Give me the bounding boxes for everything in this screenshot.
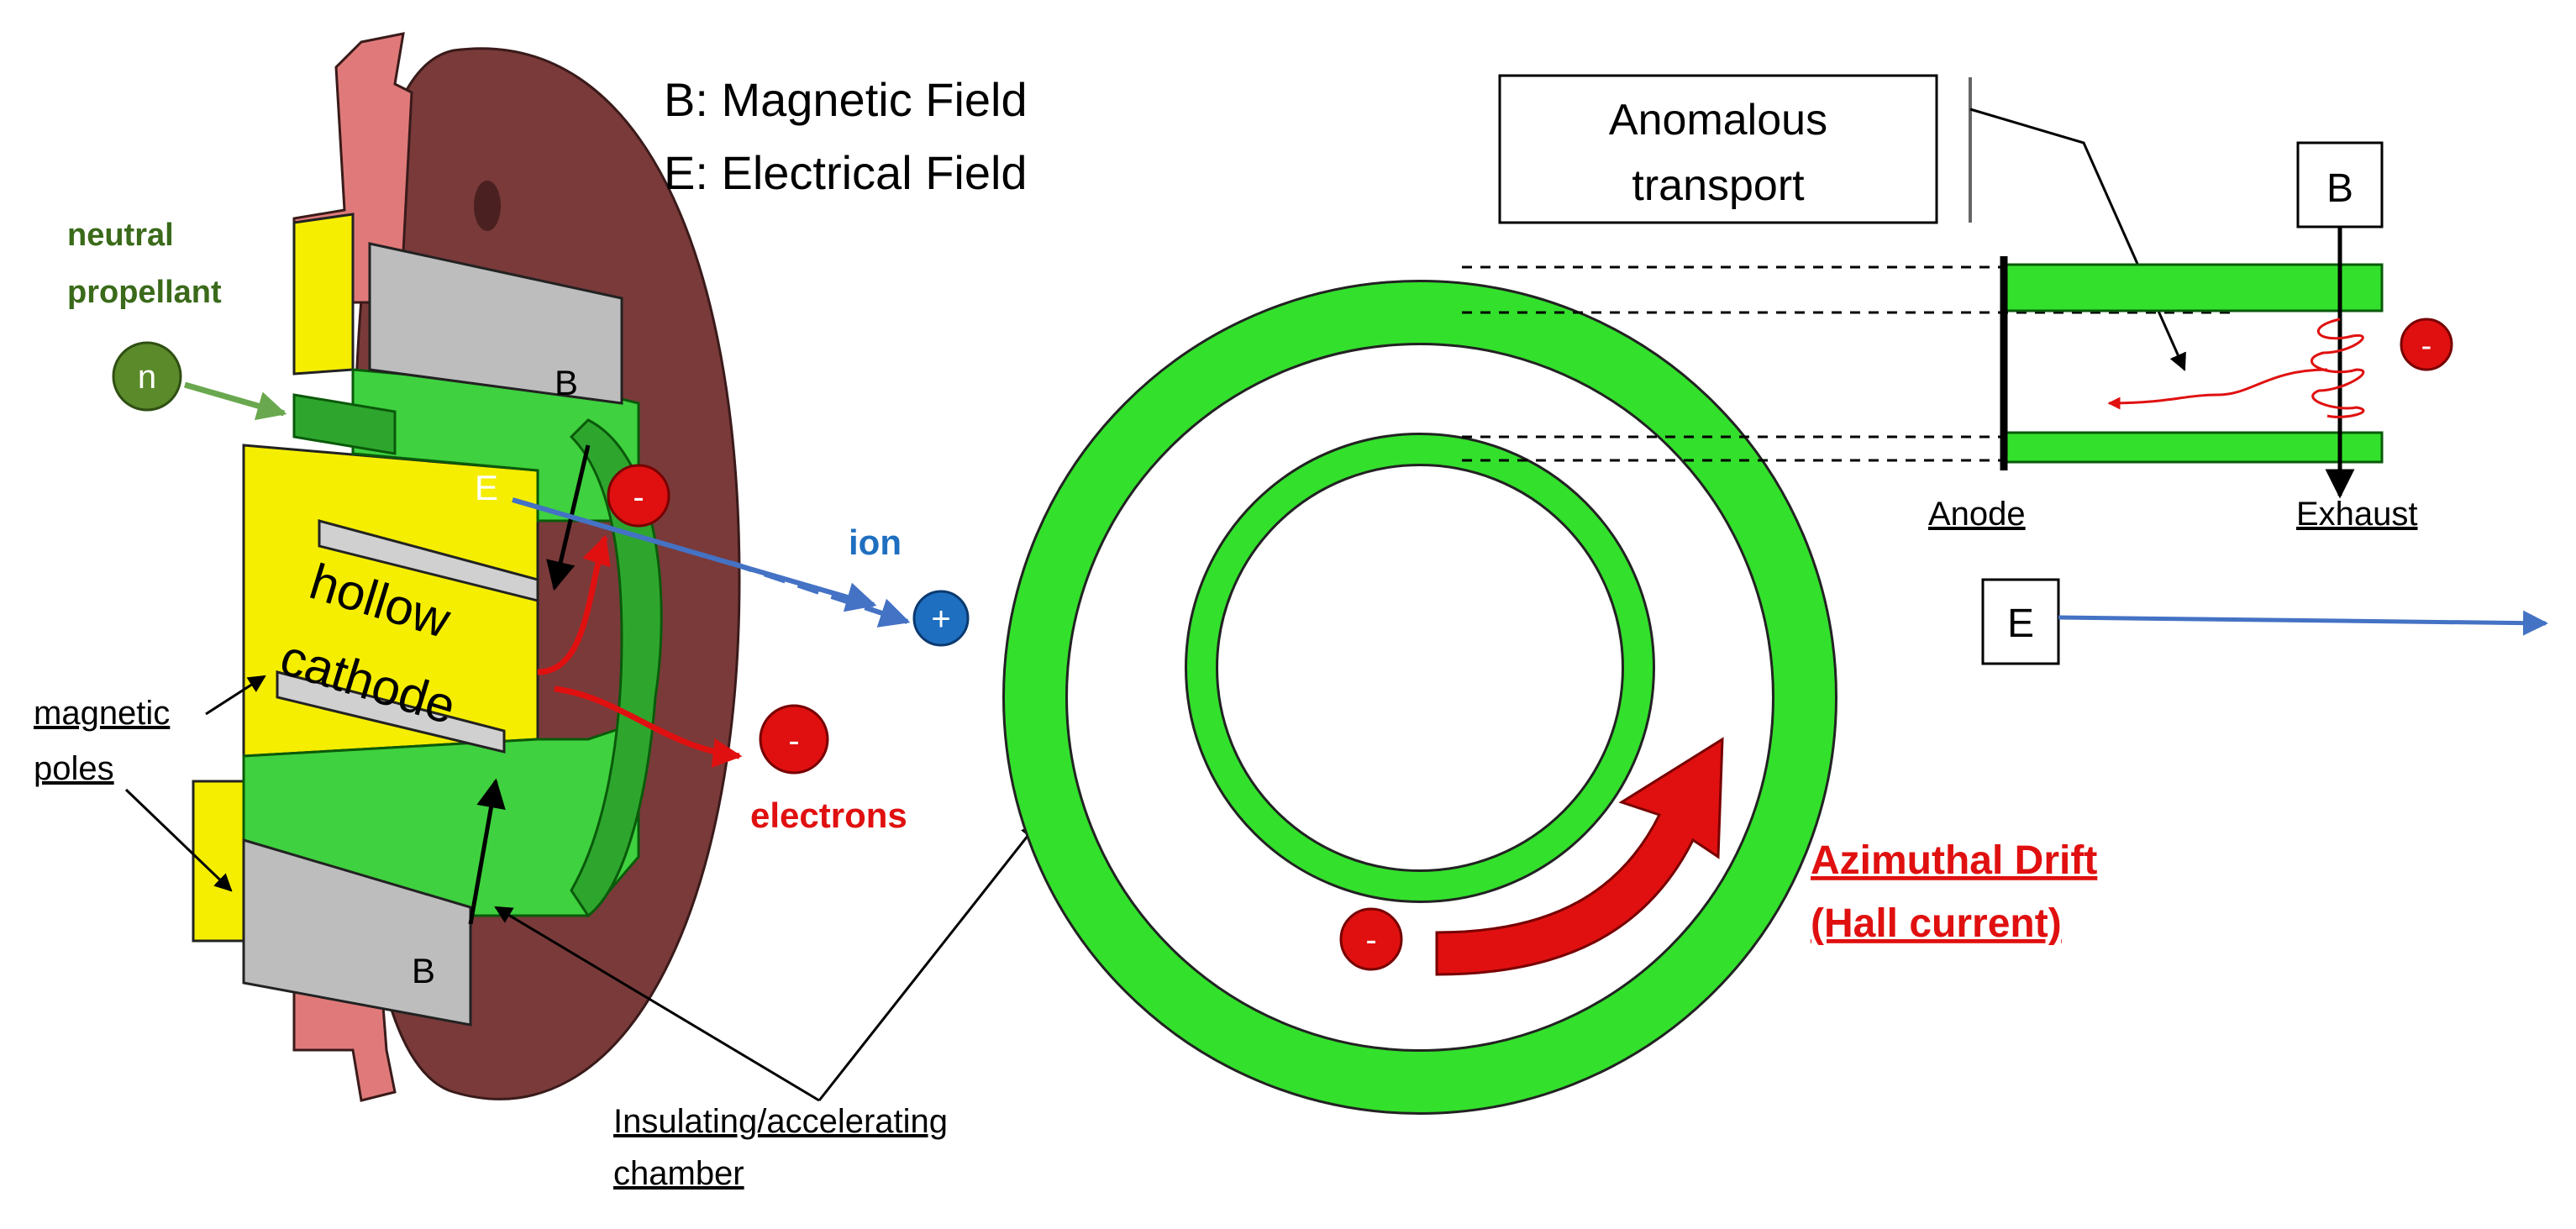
legend-e: E: Electrical Field: [664, 146, 1028, 199]
drift-label-2: (Hall current): [1811, 901, 2062, 946]
e-field-line: [2058, 610, 2548, 636]
electron-path-out: [554, 685, 743, 768]
electron-symbol-out: -: [788, 722, 799, 759]
anomalous-label-2: transport: [1632, 161, 1805, 210]
chamber-pointer: [494, 906, 820, 1102]
b-label-bottom: B: [412, 951, 435, 990]
pole-top: [368, 242, 623, 405]
e-label: E: [475, 468, 498, 507]
chamber-pointer-2: [817, 822, 1039, 1101]
electron-particle-out: [759, 704, 829, 775]
chamber-rings: [569, 418, 663, 918]
chamber-label-1: Insulating/accelerating: [613, 1103, 948, 1140]
drift-electron: [1339, 907, 1403, 971]
e-box: [1981, 578, 2060, 665]
electrons-label: electrons: [750, 796, 907, 835]
thruster-cutaway: neutral propellant n B B E - ion + - ele…: [34, 32, 1039, 1192]
b-box: [2296, 141, 2384, 228]
drift-electron-symbol: -: [1365, 922, 1376, 959]
anomalous-box: [1498, 74, 1938, 224]
chamber-label-2: chamber: [613, 1155, 744, 1192]
housing-bolt-hole: [474, 181, 501, 231]
neutral-label: neutral: [67, 218, 174, 253]
electron-symbol-top: -: [633, 479, 644, 516]
channel-wall-bottom: [2002, 431, 2384, 464]
channel-electron-symbol: -: [2421, 328, 2432, 364]
b-box-label: B: [2326, 166, 2353, 211]
ring-view: - Azimuthal Drift (Hall current): [1002, 280, 2097, 1115]
azimuthal-drift-arrow: [1435, 737, 1724, 976]
ion-symbol: +: [931, 601, 950, 638]
neutral-particle: [112, 341, 182, 412]
e-box-label: E: [2007, 601, 2034, 646]
propellant-label-2: propellant: [67, 275, 222, 310]
anode-label: Anode: [1928, 496, 2026, 533]
e-field-arrow: [512, 497, 877, 612]
inner-ring-fill: [1187, 435, 1653, 901]
propellant-arrow: [184, 381, 287, 421]
legend-b: B: Magnetic Field: [664, 73, 1028, 126]
propellant-channel: [292, 393, 397, 455]
anomalous-label-1: Anomalous: [1609, 96, 1827, 144]
ion-label: ion: [849, 523, 902, 562]
channel-electron: [2400, 318, 2453, 371]
poles-pointer-2: [124, 788, 233, 892]
exhaust-label: Exhaust: [2296, 496, 2418, 533]
electron-gyration: [2310, 318, 2365, 418]
poles-label-1: magnetic: [34, 695, 170, 732]
b-label-top: B: [555, 363, 578, 402]
neutral-symbol: n: [138, 359, 156, 396]
b-field-arrow-bottom: [468, 778, 506, 925]
drift-label-1: Azimuthal Drift: [1811, 838, 2097, 883]
poles-label-2: poles: [34, 750, 114, 787]
anomalous-electron-path: [2107, 368, 2328, 410]
ion-particle: [912, 590, 970, 647]
electron-particle-top: [607, 464, 670, 528]
poles-pointer-1: [205, 675, 266, 716]
pole-bottom: [242, 838, 472, 1027]
channel-wall-top: [2002, 263, 2384, 313]
outer-ring-fill: [1005, 282, 1835, 1112]
pole-mid2: [276, 670, 506, 754]
electron-path-up: [537, 534, 611, 675]
ion-path-arrow: [730, 560, 911, 628]
pole-mid: [318, 519, 539, 602]
channel-view: Anomalous transport B - Anode Exhaust E: [1498, 74, 2548, 665]
